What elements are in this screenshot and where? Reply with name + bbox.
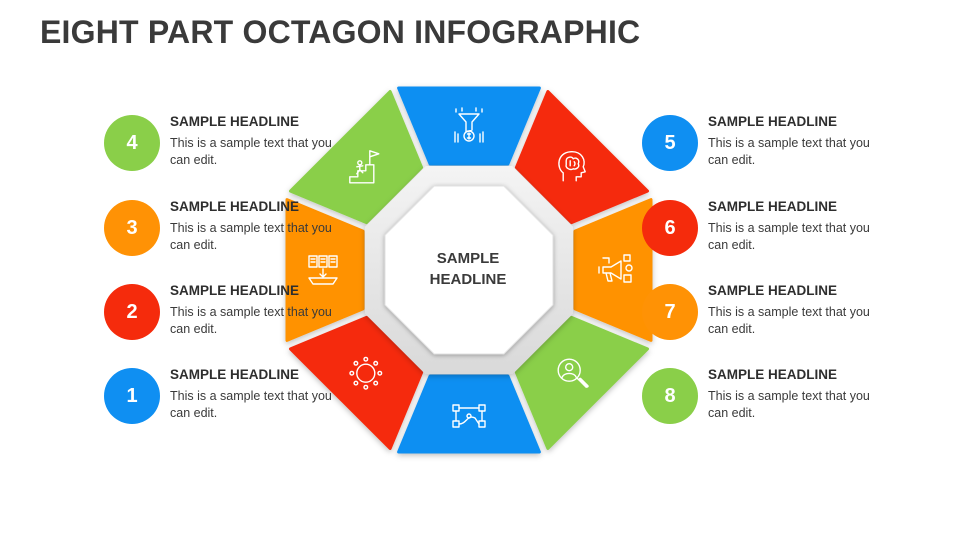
item-text: This is a sample text that you can edit. [708, 305, 870, 336]
item-number-badge: 4 [104, 115, 160, 171]
sun-gear-icon [349, 356, 383, 390]
megaphone-marketing-icon [598, 254, 633, 283]
item-headline: SAMPLE HEADLINE [170, 367, 300, 382]
item-number-badge: 6 [642, 200, 698, 256]
center-line-1: SAMPLE [436, 250, 500, 267]
item-5: 5 SAMPLE HEADLINE This is a sample text … [642, 114, 902, 174]
octagon-segment-top-left [289, 90, 424, 225]
network-flow-icon [452, 404, 486, 428]
item-number-badge: 5 [642, 115, 698, 171]
item-2: 2 SAMPLE HEADLINE This is a sample text … [104, 283, 364, 343]
item-number-badge: 8 [642, 368, 698, 424]
brain-head-icon [558, 151, 586, 182]
item-text: This is a sample text that you can edit. [708, 136, 870, 167]
item-headline: SAMPLE HEADLINE [708, 199, 838, 214]
flag-stairs-icon [349, 150, 380, 184]
item-headline: SAMPLE HEADLINE [708, 114, 838, 129]
item-number-badge: 7 [642, 284, 698, 340]
item-8: 8 SAMPLE HEADLINE This is a sample text … [642, 367, 902, 427]
octagon-segment-left [285, 198, 365, 342]
item-text: This is a sample text that you can edit. [170, 305, 332, 336]
center-line-2: HEADLINE [429, 271, 507, 288]
item-text: This is a sample text that you can edit. [170, 221, 332, 252]
octagon-segment-bottom-left [289, 315, 424, 450]
center-octagon [384, 185, 554, 355]
item-headline: SAMPLE HEADLINE [170, 199, 300, 214]
item-text: This is a sample text that you can edit. [708, 221, 870, 252]
item-headline: SAMPLE HEADLINE [170, 114, 300, 129]
funnel-money-icon [454, 107, 484, 143]
item-6: 6 SAMPLE HEADLINE This is a sample text … [642, 199, 902, 259]
item-number-badge: 1 [104, 368, 160, 424]
item-text: This is a sample text that you can edit. [170, 389, 332, 420]
item-headline: SAMPLE HEADLINE [708, 283, 838, 298]
item-1: 1 SAMPLE HEADLINE This is a sample text … [104, 367, 364, 427]
documents-tray-icon [308, 255, 338, 285]
item-headline: SAMPLE HEADLINE [708, 367, 838, 382]
item-headline: SAMPLE HEADLINE [170, 283, 300, 298]
item-4: 4 SAMPLE HEADLINE This is a sample text … [104, 114, 364, 174]
octagon-segment-top [397, 86, 541, 166]
page-title: EIGHT PART OCTAGON INFOGRAPHIC [40, 14, 641, 50]
item-text: This is a sample text that you can edit. [170, 136, 332, 167]
search-person-icon [557, 358, 589, 388]
item-text: This is a sample text that you can edit. [708, 389, 870, 420]
octagon-segment-right [573, 198, 653, 342]
item-3: 3 SAMPLE HEADLINE This is a sample text … [104, 199, 364, 259]
item-number-badge: 3 [104, 200, 160, 256]
item-number-badge: 2 [104, 284, 160, 340]
item-7: 7 SAMPLE HEADLINE This is a sample text … [642, 283, 902, 343]
center-headline: SAMPLE HEADLINE [408, 248, 528, 290]
